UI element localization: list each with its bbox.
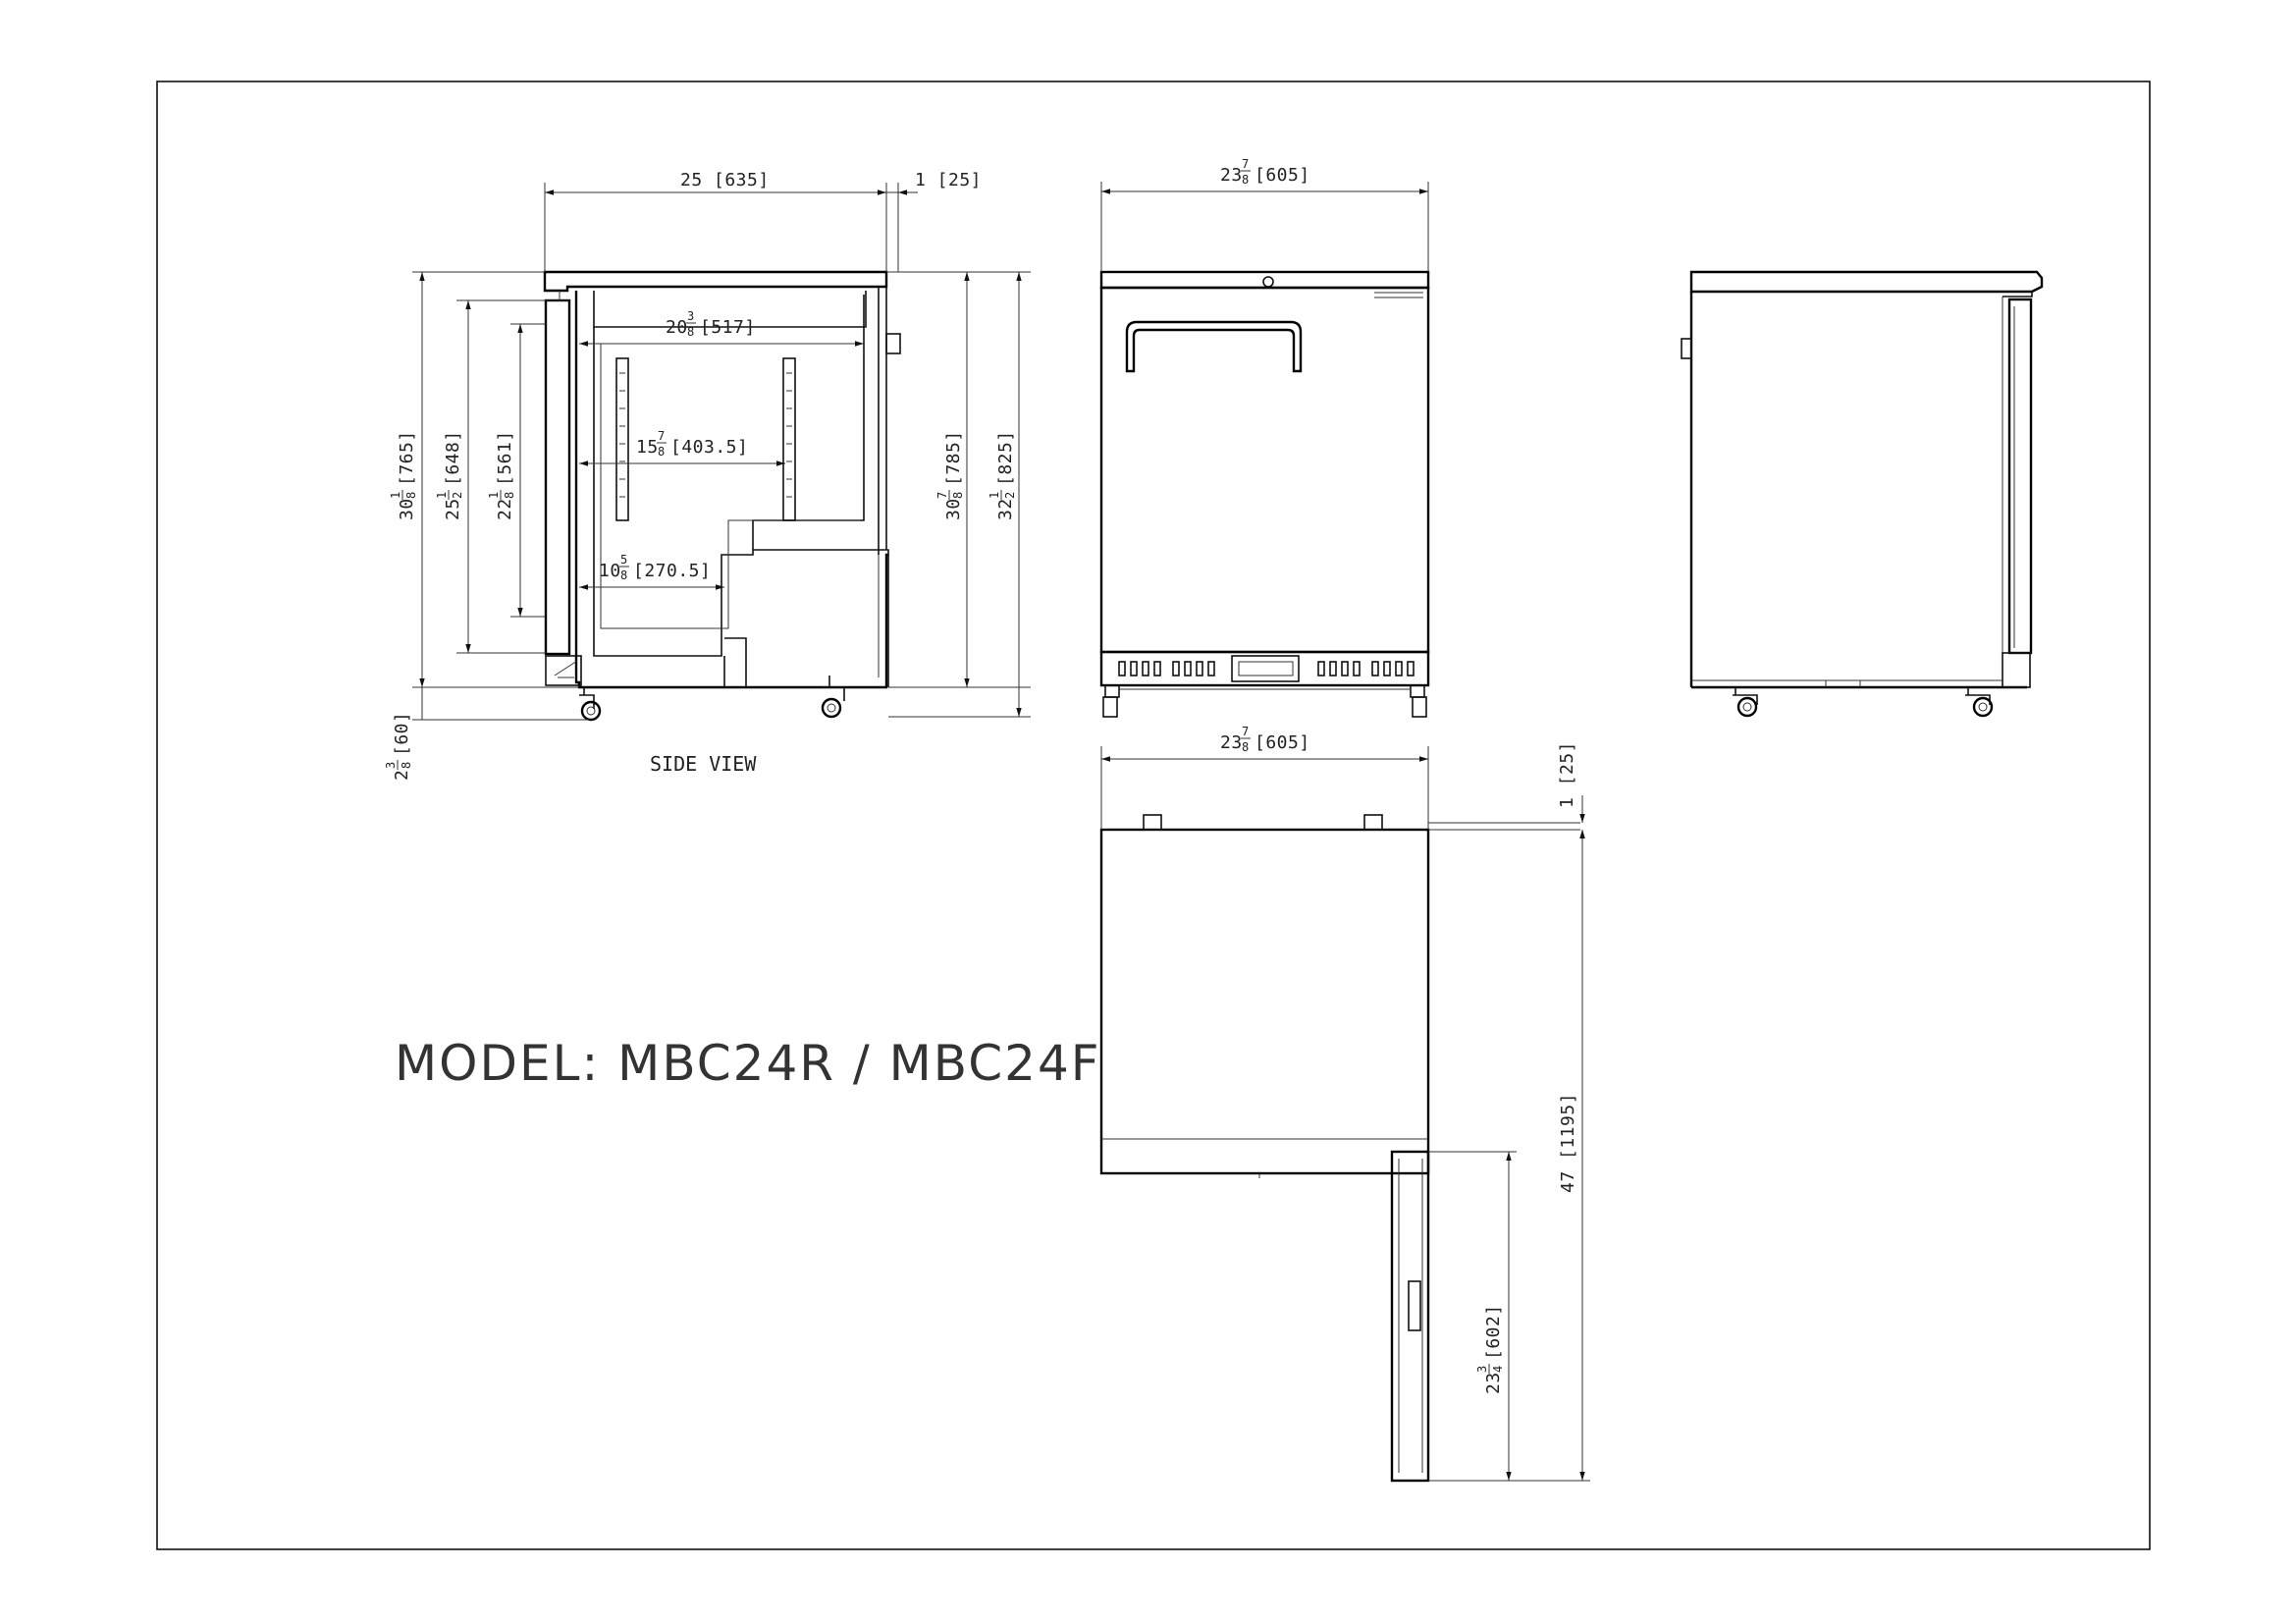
svg-text:32: 32 (995, 498, 1016, 520)
svg-text:8: 8 (620, 568, 627, 582)
dim-top-depth-door-open: 47 [1195] (1558, 1093, 1578, 1193)
svg-text:23: 23 (1220, 165, 1243, 186)
svg-text:2: 2 (392, 770, 412, 781)
svg-text:20: 20 (666, 317, 688, 338)
svg-text:30: 30 (943, 498, 964, 520)
svg-text:8: 8 (658, 445, 665, 459)
svg-text:[561]: [561] (495, 430, 515, 486)
svg-text:2: 2 (451, 492, 464, 499)
svg-text:8: 8 (1242, 173, 1249, 187)
svg-text:3: 3 (1475, 1366, 1489, 1373)
svg-text:5: 5 (620, 553, 627, 567)
svg-text:[602]: [602] (1483, 1304, 1504, 1360)
dim-front-width: 23 7 8 [605] (1220, 157, 1310, 187)
svg-text:[403.5]: [403.5] (670, 437, 748, 458)
svg-text:[825]: [825] (995, 430, 1016, 486)
dim-side-height-825: 32 1 2 [825] (988, 430, 1017, 520)
dim-top-overhang: 1 [25] (1557, 741, 1577, 808)
svg-text:7: 7 (1242, 725, 1249, 738)
svg-text:[605]: [605] (1255, 165, 1310, 186)
dim-side-height-561: 22 1 8 [561] (487, 430, 516, 520)
svg-text:7: 7 (658, 429, 665, 443)
side-view-caption: SIDE VIEW (650, 752, 757, 776)
dim-side-caster-60: 2 3 8 [60] (384, 712, 413, 781)
svg-text:8: 8 (503, 492, 516, 499)
svg-text:[517]: [517] (700, 317, 756, 338)
svg-text:8: 8 (404, 492, 418, 499)
svg-text:22: 22 (495, 498, 515, 520)
svg-text:[605]: [605] (1255, 732, 1310, 753)
svg-text:15: 15 (636, 437, 659, 458)
svg-text:23: 23 (1483, 1372, 1504, 1394)
svg-text:2: 2 (1003, 492, 1017, 499)
dim-side-depth: 25 [635] (680, 170, 770, 190)
svg-text:3: 3 (384, 762, 398, 769)
right-side-view (1681, 270, 2044, 718)
svg-text:8: 8 (951, 492, 965, 499)
svg-text:7: 7 (1242, 157, 1249, 171)
svg-text:8: 8 (400, 762, 413, 769)
dim-side-shelf-span: 15 7 8 [403.5] (636, 429, 748, 459)
svg-text:30: 30 (397, 498, 417, 520)
svg-text:23: 23 (1220, 732, 1243, 753)
svg-text:8: 8 (1242, 740, 1249, 754)
svg-text:[270.5]: [270.5] (633, 561, 711, 581)
dim-top-width: 23 7 8 [605] (1220, 725, 1310, 754)
svg-text:25: 25 (443, 498, 463, 520)
dim-side-top-overhang: 1 [25] (915, 170, 982, 190)
front-view: 23 7 8 [605] (1099, 157, 1430, 718)
dim-side-interior-width: 20 3 8 [517] (666, 309, 756, 339)
dim-side-height-785: 30 7 8 [785] (935, 430, 965, 520)
svg-text:[765]: [765] (397, 430, 417, 486)
svg-text:10: 10 (599, 561, 621, 581)
top-view: 23 7 8 [605] 1 [25] 47 [1195] 23 3 4 [60… (1099, 725, 1590, 1483)
model-label: MODEL: MBC24R / MBC24F (395, 1035, 1101, 1092)
svg-text:[648]: [648] (443, 430, 463, 486)
svg-text:3: 3 (687, 309, 694, 323)
svg-text:[785]: [785] (943, 430, 964, 486)
svg-text:[60]: [60] (392, 712, 412, 756)
svg-text:1: 1 (988, 492, 1001, 499)
dim-side-lower-span: 10 5 8 [270.5] (599, 553, 711, 582)
side-view: 25 [635] 1 [25] 20 3 8 [517] 15 7 8 [403… (384, 170, 1031, 781)
sheet-border (156, 81, 2151, 1550)
dim-side-height-765: 30 1 8 [765] (389, 430, 418, 520)
svg-text:1: 1 (435, 492, 449, 499)
svg-text:1: 1 (487, 492, 501, 499)
svg-text:7: 7 (935, 492, 949, 499)
svg-text:4: 4 (1491, 1366, 1505, 1373)
dim-door-swing: 23 3 4 [602] (1475, 1304, 1505, 1394)
svg-text:1: 1 (389, 492, 402, 499)
svg-text:8: 8 (687, 325, 694, 339)
dim-side-height-648: 25 1 2 [648] (435, 430, 464, 520)
